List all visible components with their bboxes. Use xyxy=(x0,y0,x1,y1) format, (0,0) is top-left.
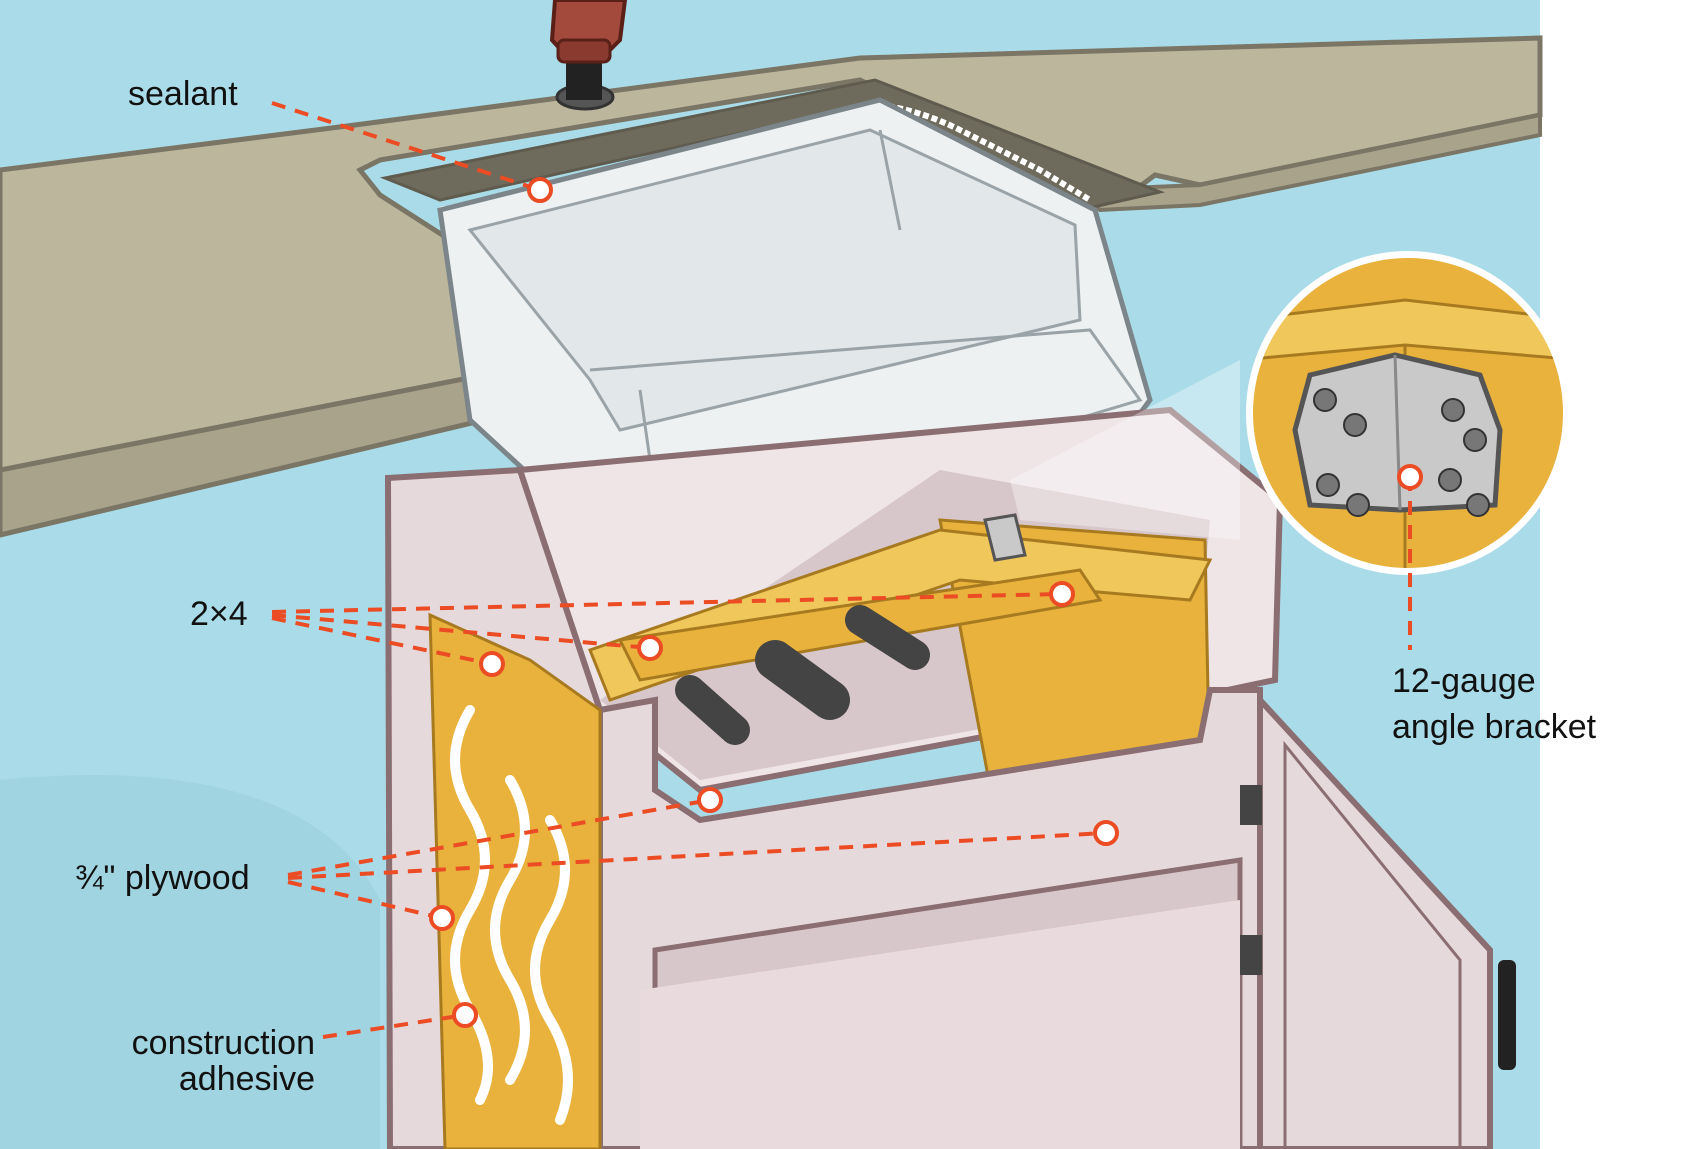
label-sealant: sealant xyxy=(128,75,238,113)
background-white-strip xyxy=(1540,0,1691,1149)
callout-dot-sealant xyxy=(527,177,553,203)
label-bracket-line1: 12-gauge xyxy=(1392,662,1536,700)
inner-angle-bracket xyxy=(983,513,1027,562)
label-construction-adhesive-line1: construction xyxy=(132,1024,315,1062)
cabinet xyxy=(384,406,1516,1149)
door-handle xyxy=(1498,960,1516,1070)
callout-line-2x4-b xyxy=(271,613,651,650)
callout-line-plywood-c xyxy=(287,880,443,920)
label-bracket-line2: angle bracket xyxy=(1392,708,1597,746)
callouts xyxy=(271,101,1423,1039)
countertop xyxy=(0,0,1543,538)
cabinet-door xyxy=(1240,692,1516,1149)
drain-pipes xyxy=(675,605,930,745)
callout-dot-bracket xyxy=(1397,464,1423,490)
callout-dot-2x4-b xyxy=(637,635,663,661)
callout-line-plywood-b xyxy=(287,831,1106,880)
adhesive-squiggle xyxy=(450,705,573,1125)
callout-dot-2x4-a xyxy=(1049,581,1075,607)
background-shadow xyxy=(0,775,380,1149)
bracket-detail-magnifier xyxy=(1010,251,1570,575)
callout-line-2x4-a xyxy=(271,592,1061,614)
door-hinge-bottom xyxy=(1240,935,1262,975)
callout-line-2x4-c xyxy=(271,616,493,666)
faucet-nozzle xyxy=(549,0,628,111)
callout-dot-plywood-c xyxy=(429,905,455,931)
bracket-bolts xyxy=(1313,388,1490,517)
callout-dot-plywood-b xyxy=(1093,820,1119,846)
label-plywood: ¾" plywood xyxy=(75,859,250,897)
callout-dot-plywood-a xyxy=(697,787,723,813)
label-2x4: 2×4 xyxy=(190,595,248,633)
callout-dot-adhesive xyxy=(452,1002,478,1028)
door-hinge-top xyxy=(1240,785,1262,825)
callout-dot-2x4-c xyxy=(479,651,505,677)
label-construction-adhesive-line2: adhesive xyxy=(179,1060,315,1098)
